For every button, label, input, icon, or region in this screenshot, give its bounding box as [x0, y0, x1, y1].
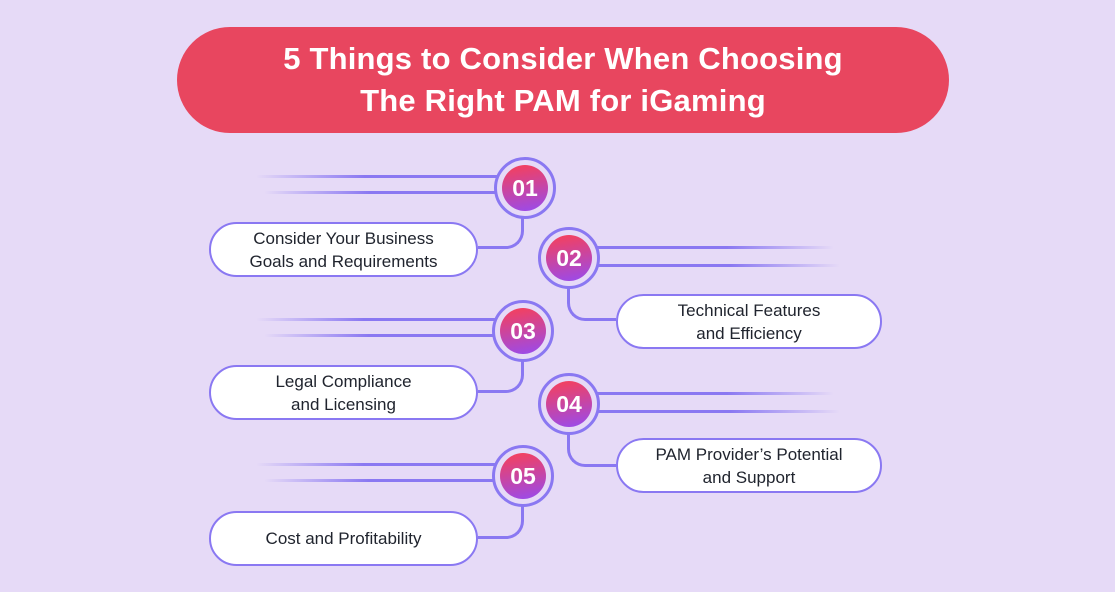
connector-elbow-01	[478, 217, 524, 249]
step-label-01: Consider Your Business Goals and Require…	[209, 222, 478, 277]
step-label-02: Technical Features and Efficiency	[616, 294, 882, 349]
step-label-04: PAM Provider’s Potential and Support	[616, 438, 882, 493]
decorative-line	[264, 334, 496, 337]
decorative-line	[596, 410, 840, 413]
step-circle-04: 04	[538, 373, 600, 435]
decorative-line	[264, 479, 496, 482]
step-number-05: 05	[500, 453, 546, 499]
step-circle-03: 03	[492, 300, 554, 362]
step-label-02-line-2: and Efficiency	[696, 323, 802, 343]
connector-elbow-02	[567, 287, 616, 321]
decorative-line	[264, 191, 498, 194]
connector-elbow-03	[478, 360, 524, 393]
page-title-line-1: 5 Things to Consider When Choosing	[283, 41, 843, 76]
step-label-01-line-2: Goals and Requirements	[249, 251, 438, 271]
decorative-line	[596, 246, 834, 249]
connector-elbow-04	[567, 433, 616, 467]
decorative-line	[256, 463, 496, 466]
page-title-line-2: The Right PAM for iGaming	[360, 83, 766, 118]
decorative-line	[256, 175, 498, 178]
connector-elbow-05	[478, 505, 524, 539]
step-circle-02: 02	[538, 227, 600, 289]
step-label-04-line-2: and Support	[702, 467, 796, 487]
step-circle-05: 05	[492, 445, 554, 507]
step-label-05: Cost and Profitability	[209, 511, 478, 566]
decorative-line	[256, 318, 496, 321]
step-label-03-line-2: and Licensing	[291, 394, 396, 414]
step-number-04: 04	[546, 381, 592, 427]
title-banner: 5 Things to Consider When Choosing The R…	[177, 27, 949, 133]
step-label-03: Legal Compliance and Licensing	[209, 365, 478, 420]
decorative-line	[596, 392, 834, 395]
step-number-01: 01	[502, 165, 548, 211]
decorative-line	[596, 264, 840, 267]
step-label-05-line-1: Cost and Profitability	[265, 529, 422, 548]
step-label-01-line-1: Consider Your Business	[253, 228, 434, 248]
step-number-02: 02	[546, 235, 592, 281]
step-label-04-line-1: PAM Provider’s Potential	[655, 444, 843, 464]
step-label-02-line-1: Technical Features	[677, 300, 821, 320]
step-circle-01: 01	[494, 157, 556, 219]
step-label-03-line-1: Legal Compliance	[275, 371, 412, 391]
step-number-03: 03	[500, 308, 546, 354]
